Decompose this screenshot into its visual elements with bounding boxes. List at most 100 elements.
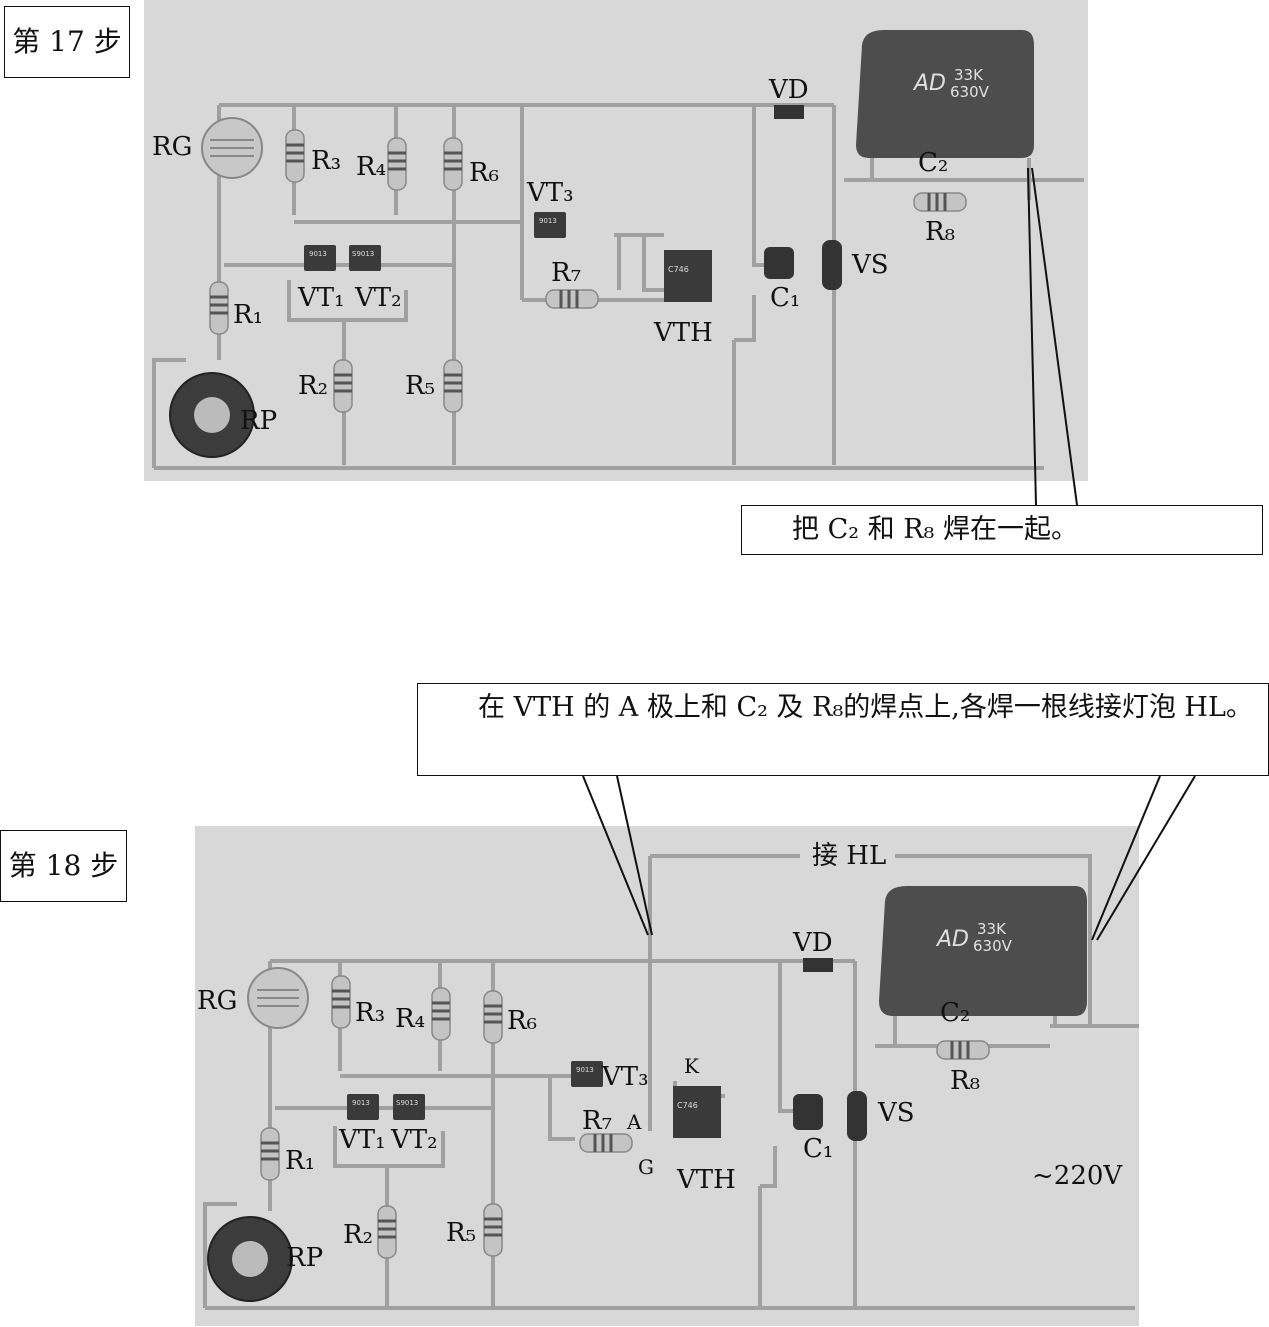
- s17-vt2-body: [349, 245, 381, 271]
- s17-label-r7: R₇: [551, 258, 581, 288]
- s18-c1-body: [793, 1094, 823, 1130]
- s17-c2-mark2: 630V: [950, 83, 990, 101]
- s18-vt3-mark: 9013: [576, 1066, 594, 1074]
- step17-title-text: 第 17 步: [12, 25, 122, 58]
- step17-photo: 9013 S9013 9013 C746 AD 33K 630V: [144, 0, 1088, 481]
- s18-label-a: A: [627, 1110, 642, 1134]
- s18-r8-body: [936, 1040, 990, 1060]
- s18-vt2-mark: S9013: [396, 1099, 418, 1107]
- s18-label-r4: R₄: [395, 1004, 425, 1034]
- step18-callout-text: 在 VTH 的 A 极上和 C₂ 及 R₈的焊点上,各焊一根线接灯泡 HL。: [478, 692, 1253, 723]
- s17-label-r1: R₁: [233, 300, 263, 330]
- s17-vd-body: [774, 105, 804, 119]
- s18-label-vt1: VT₁: [339, 1125, 386, 1155]
- step18-photo: 9013 S9013 9013 C746 AD 33K 630V: [195, 826, 1139, 1326]
- step17-board-svg: 9013 S9013 9013 C746 AD 33K 630V: [152, 30, 1084, 470]
- s18-label-r6: R₆: [507, 1006, 537, 1036]
- s17-label-r5: R₅: [405, 371, 435, 401]
- s18-label-ac: ~220V: [1032, 1161, 1123, 1191]
- s18-vt1-mark: 9013: [352, 1099, 370, 1107]
- s17-r2-body: [333, 359, 353, 413]
- step18-board-svg: 9013 S9013 9013 C746 AD 33K 630V: [203, 854, 1139, 1310]
- s18-label-c2: C₂: [940, 998, 971, 1028]
- s17-r4-body: [387, 137, 407, 191]
- step18-title: 第 18 步: [0, 830, 127, 902]
- s17-vs-body: [822, 240, 842, 290]
- s17-c2-mark1: 33K: [954, 66, 984, 84]
- s18-label-r1: R₁: [285, 1146, 315, 1176]
- s18-label-vth: VTH: [677, 1165, 736, 1195]
- s17-label-r8: R₈: [925, 217, 955, 247]
- s18-r1-body: [260, 1127, 280, 1181]
- step17-title: 第 17 步: [4, 6, 130, 78]
- s17-label-r3: R₃: [311, 146, 341, 176]
- s18-label-hl: 接 HL: [808, 843, 891, 869]
- s17-label-vt3: VT₃: [527, 178, 574, 208]
- step17-callout-text: 把 C₂ 和 R₈ 焊在一起。: [792, 514, 1078, 545]
- s18-vth-mark: C746: [677, 1101, 698, 1110]
- s17-vt3-body: [534, 212, 566, 238]
- s17-c2-body: [856, 30, 1034, 158]
- s17-label-rp: RP: [240, 406, 278, 436]
- s18-vth-body: [673, 1086, 721, 1138]
- s17-label-c1: C₁: [770, 283, 801, 313]
- s18-r5-body: [483, 1203, 503, 1257]
- s17-vth-mark: C746: [668, 265, 689, 274]
- step18-title-text: 第 18 步: [8, 849, 119, 882]
- s18-vd-body: [803, 958, 833, 972]
- step18-callout: 在 VTH 的 A 极上和 C₂ 及 R₈的焊点上,各焊一根线接灯泡 HL。: [417, 683, 1269, 776]
- s17-r3-body: [285, 129, 305, 183]
- s17-label-r4: R₄: [356, 152, 386, 182]
- s18-vt2-body: [393, 1094, 425, 1120]
- s18-c2-mark2: 630V: [973, 937, 1013, 955]
- s17-r5-body: [443, 359, 463, 413]
- s17-r1-body: [209, 281, 229, 335]
- s18-label-r5: R₅: [446, 1218, 476, 1248]
- s17-label-vt1: VT₁: [298, 283, 345, 313]
- s18-label-vs: VS: [878, 1098, 915, 1128]
- s18-label-vt3: VT₃: [602, 1062, 649, 1092]
- s17-c1-body: [764, 247, 794, 279]
- s17-left-loop: [152, 358, 186, 468]
- s18-label-r2: R₂: [343, 1220, 373, 1250]
- s18-vt3-body: [571, 1061, 603, 1087]
- s18-vs-body: [847, 1091, 867, 1141]
- s18-r4-body: [431, 987, 451, 1041]
- s17-label-vs: VS: [852, 250, 889, 280]
- s18-label-vd: VD: [793, 928, 833, 958]
- s18-r3-body: [331, 975, 351, 1029]
- s18-label-r3: R₃: [355, 998, 385, 1028]
- s18-label-rp: RP: [286, 1243, 324, 1273]
- s17-r7-body: [545, 289, 599, 309]
- s17-label-r6: R₆: [469, 158, 499, 188]
- s18-label-c1: C₁: [803, 1134, 834, 1164]
- s18-label-r7: R₇: [582, 1106, 612, 1136]
- s17-label-vt2: VT₂: [355, 283, 402, 313]
- s17-r6-body: [443, 137, 463, 191]
- s18-c2-brand: AD: [935, 927, 969, 952]
- s18-label-r8: R₈: [950, 1066, 980, 1096]
- s17-c2-brand: AD: [912, 71, 946, 96]
- s17-vth-body: [664, 250, 712, 302]
- s18-r2-body: [377, 1205, 397, 1259]
- s18-label-rg: RG: [197, 986, 238, 1016]
- s17-vt2-mark: S9013: [352, 250, 374, 258]
- s18-c2-body: [879, 886, 1087, 1016]
- s17-label-rg: RG: [152, 132, 193, 162]
- s17-label-vth: VTH: [654, 318, 713, 348]
- s17-vt1-mark: 9013: [309, 250, 327, 258]
- s17-r8-body: [913, 192, 967, 212]
- s18-r6-body: [483, 990, 503, 1044]
- s18-label-g: G: [638, 1155, 654, 1179]
- s18-vt1-body: [347, 1094, 379, 1120]
- s17-vt1-body: [304, 245, 336, 271]
- s17-label-r2: R₂: [298, 371, 328, 401]
- s17-vt3-mark: 9013: [539, 217, 557, 225]
- step17-callout: 把 C₂ 和 R₈ 焊在一起。: [741, 505, 1263, 555]
- s17-label-vd: VD: [769, 75, 809, 105]
- s18-r7-body: [579, 1133, 633, 1153]
- s18-label-k: K: [684, 1054, 699, 1078]
- s17-label-c2: C₂: [918, 148, 949, 178]
- s18-c2-mark1: 33K: [977, 920, 1007, 938]
- s18-label-vt2: VT₂: [391, 1125, 438, 1155]
